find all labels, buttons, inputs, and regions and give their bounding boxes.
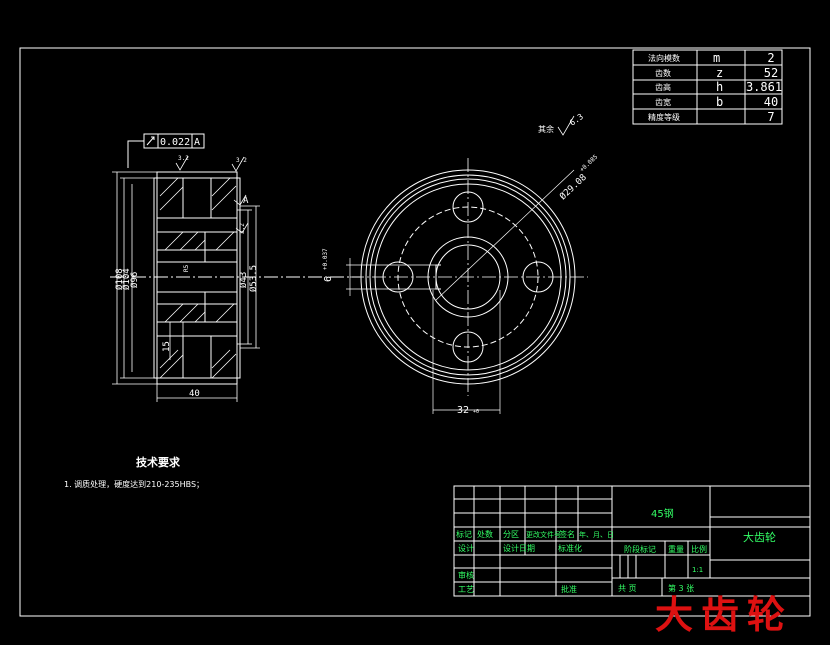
param-symbol-module: m	[713, 51, 720, 65]
roughness-icon	[231, 156, 245, 172]
datum-label: A	[243, 196, 249, 206]
dim-od-outer: Ø108	[114, 268, 125, 290]
slot-width-dim: 32	[457, 405, 469, 416]
tb-h-mark: 标记	[456, 529, 472, 539]
tb-h-zone: 分区	[503, 530, 519, 539]
param-name-module: 法向模数	[648, 53, 680, 63]
tb-sheet-of: 第 3 张	[668, 583, 694, 593]
tb-process: 工艺	[458, 585, 474, 594]
front-view	[346, 115, 588, 414]
roughness-value-2: 3.2	[236, 157, 247, 164]
section-view: 0.022 A	[110, 133, 360, 402]
watermark-text: 大齿轮	[655, 593, 793, 637]
tb-scale: 比例	[691, 544, 707, 554]
param-name-teeth: 齿数	[655, 68, 671, 78]
bore-tol: +0.085	[579, 153, 600, 173]
param-symbol-width: b	[716, 95, 723, 109]
tb-reviewer: 审核	[458, 570, 474, 580]
roughness-icon	[557, 115, 575, 136]
tb-h-date: 年、月、日	[579, 530, 614, 539]
runout-value: 0.022	[160, 137, 190, 148]
tb-designer: 设计	[458, 543, 474, 553]
title-block	[453, 485, 811, 597]
drawing-border	[19, 47, 811, 617]
tb-scale-value: 1:1	[692, 566, 703, 574]
param-symbol-height: h	[716, 80, 723, 94]
tb-h-count: 处数	[477, 529, 493, 539]
roughness-icon	[233, 194, 247, 206]
tb-h-change: 更改文件号	[526, 530, 561, 539]
roughness-icon	[235, 222, 249, 234]
runout-arrow-icon	[146, 136, 155, 146]
tb-approve: 批准	[561, 584, 577, 594]
dim-bore-1: Ø43	[238, 272, 249, 288]
dim-od-root: Ø104	[121, 268, 132, 290]
tb-sheets-total: 共 页	[618, 584, 637, 593]
param-value-accuracy: 7	[767, 110, 774, 124]
param-value-teeth: 52	[764, 66, 778, 80]
param-value-width: 40	[764, 95, 778, 109]
param-name-height: 齿高	[655, 82, 671, 92]
tb-weight: 重量	[668, 544, 684, 554]
roughness-value-3: 3.2	[239, 223, 246, 234]
keyway-tol: +0.037	[322, 248, 329, 270]
roughness-value-1: 3.2	[178, 155, 189, 162]
param-name-accuracy: 精度等级	[648, 112, 680, 122]
tb-h-sign: 签名	[559, 529, 575, 539]
dim-bore-2: Ø53.5	[248, 265, 259, 292]
dim-od-hub: Ø96	[129, 272, 140, 288]
runout-datum: A	[194, 137, 200, 148]
tb-material: 45钢	[651, 507, 674, 520]
param-value-height: 3.861	[746, 80, 782, 94]
dim-chamfer: R5	[183, 264, 190, 272]
tb-part-name: 大齿轮	[743, 530, 776, 544]
param-name-width: 齿宽	[655, 97, 671, 107]
requirements-item-1: 1. 调质处理，硬度达到210-235HBS；	[64, 479, 204, 489]
roughness-note: 其余	[538, 124, 554, 134]
roughness-icon	[175, 155, 189, 171]
param-value-module: 2	[767, 51, 774, 65]
param-symbol-teeth: z	[716, 66, 723, 80]
slot-width-tol: +0	[473, 409, 479, 415]
tb-standardization: 标准化	[558, 543, 582, 553]
keyway-dim: 6	[323, 276, 334, 282]
tb-stage-mark: 阶段标记	[624, 544, 656, 554]
bore-dim: Ø29.08	[558, 172, 589, 202]
gear-parameter-table	[632, 49, 783, 125]
dim-web: 15	[162, 341, 172, 352]
tb-design-date: 设计日期	[503, 543, 535, 553]
requirements-title: 技术要求	[136, 455, 181, 469]
dim-width: 40	[189, 389, 200, 399]
roughness-value: 6.3	[568, 112, 585, 128]
